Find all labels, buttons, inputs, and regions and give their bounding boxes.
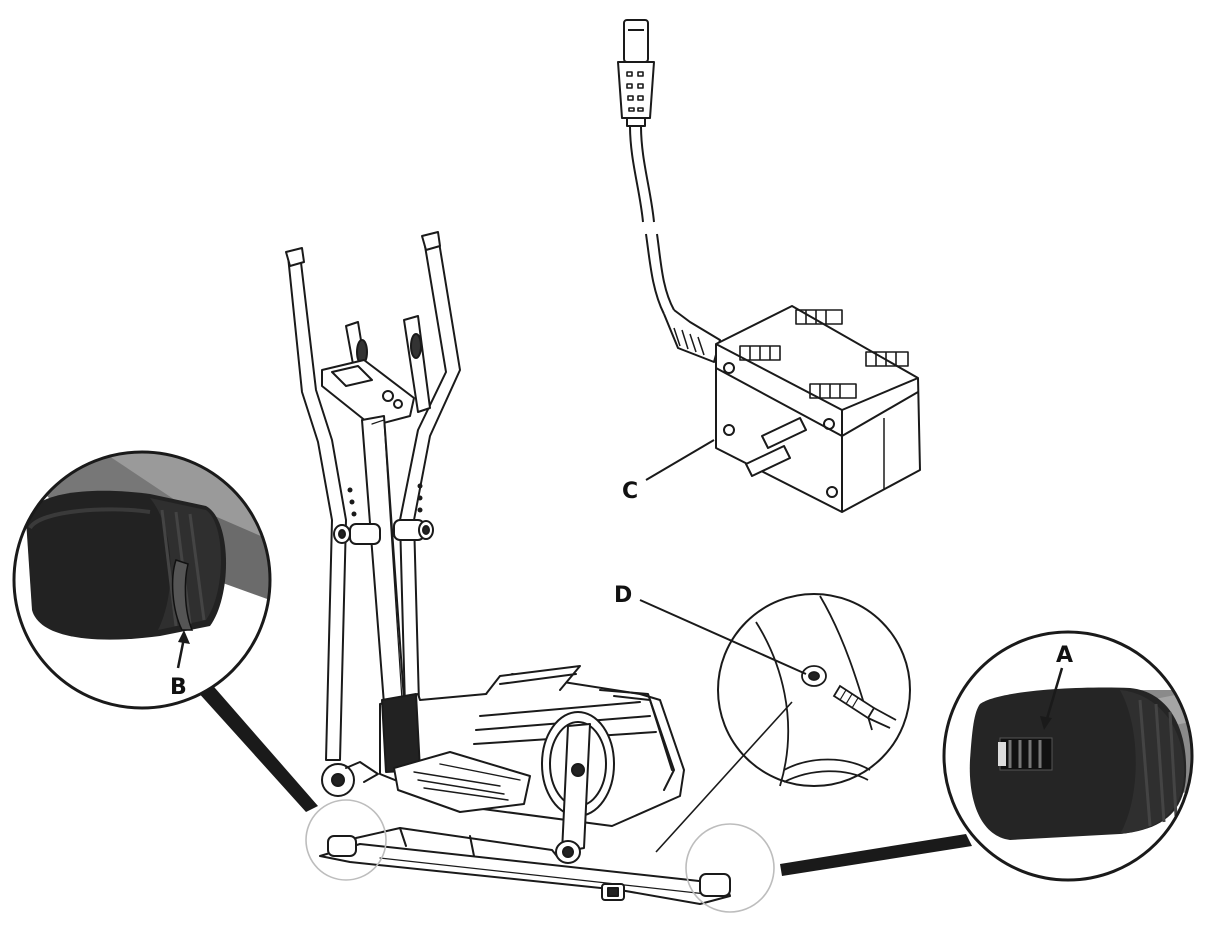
label-a: A <box>1056 643 1073 668</box>
label-d: D <box>614 583 632 608</box>
callout-wedge-b <box>196 680 318 812</box>
dc-plug-icon <box>617 19 655 127</box>
end-cap-icon <box>969 687 1187 840</box>
label-c: C <box>622 479 638 504</box>
elliptical-trainer-icon <box>285 231 731 905</box>
callout-wedge-a <box>780 834 972 876</box>
detail-magnifier-d: D <box>614 583 911 853</box>
power-adapter-icon <box>617 19 921 513</box>
connector-line-d <box>655 701 793 853</box>
detail-magnifier-b: B <box>12 450 272 710</box>
callout-circle-rear-foot <box>305 799 387 881</box>
label-b: B <box>170 675 187 700</box>
detail-magnifier-a: A <box>942 630 1194 882</box>
leader-line-d <box>639 599 807 675</box>
callout-circle-front-foot <box>685 823 775 913</box>
leader-line-c <box>645 439 715 481</box>
end-cap-icon <box>26 490 227 640</box>
